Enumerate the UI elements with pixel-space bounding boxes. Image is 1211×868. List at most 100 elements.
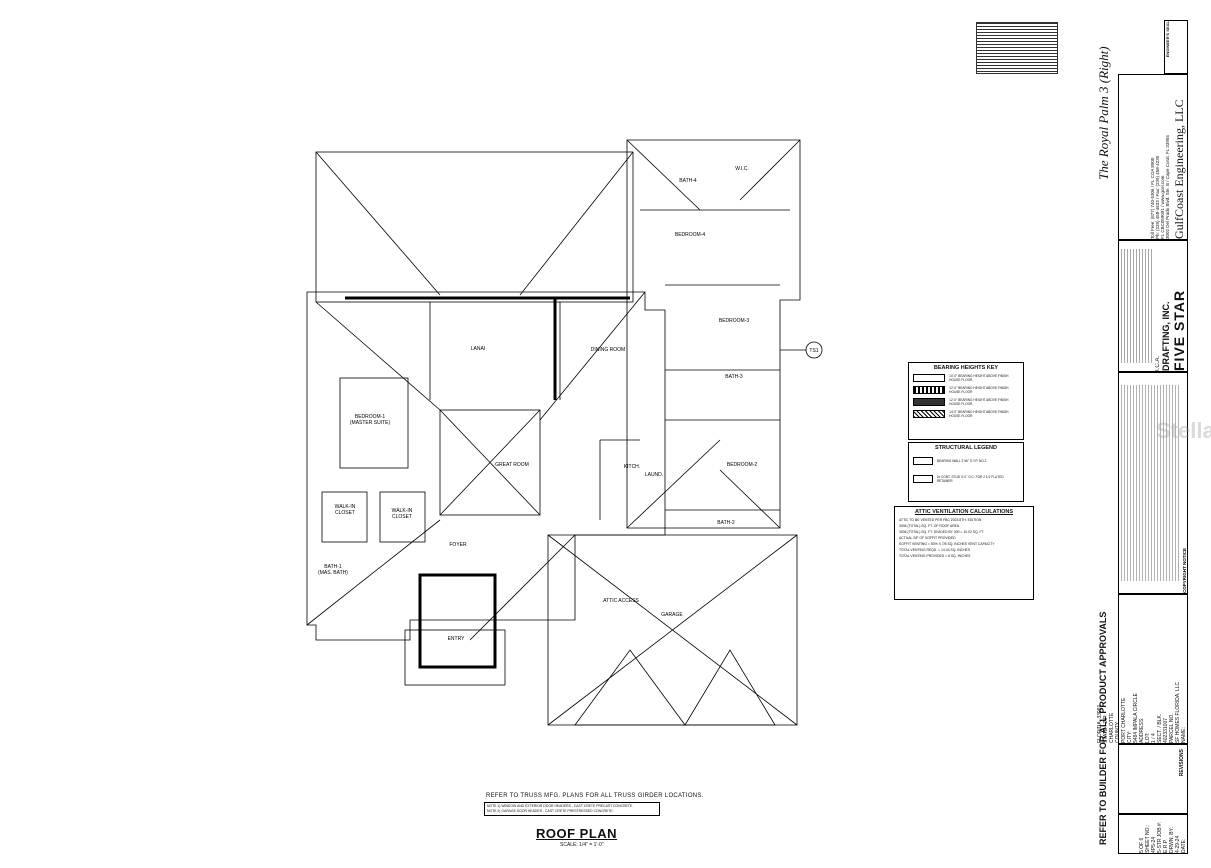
- room-label: DINING ROOM: [591, 347, 625, 353]
- room-label: W.I.C.: [735, 166, 749, 172]
- room-label: FOYER: [449, 542, 467, 548]
- room-label: GREAT ROOM: [495, 462, 529, 468]
- copyright-block: COPYRIGHT NOTICE: [1118, 372, 1188, 594]
- drafting-name: FIVE STAR: [1171, 289, 1187, 371]
- engineers-seal-label: ENGINEER'S SEAL: [1165, 21, 1170, 58]
- label-parcel: PARCEL NO.: [1169, 713, 1175, 743]
- room-label: ENTRY: [448, 636, 466, 642]
- structural-swatch-2: [913, 475, 933, 483]
- attic-vent-line: TOTAL VENTING PROVIDED = 8 SQ. INCHES: [899, 554, 971, 558]
- attic-vent-title: ATTIC VENTILATION CALCULATIONS: [914, 509, 1014, 515]
- room-label: LANAI: [471, 346, 485, 352]
- copyright-notice: COPYRIGHT NOTICE: [1182, 547, 1187, 593]
- structural-swatch-1: [913, 457, 933, 465]
- bearing-row: 12'-0" BEARING HEIGHT ABOVE FINISH HOUSE…: [949, 398, 1009, 406]
- note-2: NOTE 2) GARAGE DOOR HEADER - CAST CRETE …: [487, 809, 614, 813]
- date-value: 4-29-24: [1175, 835, 1181, 853]
- room-label: BATH-3: [725, 374, 743, 380]
- label-county: COUNTY:: [1115, 720, 1121, 743]
- client-info-block: NAME: SF HOMES FLORIDA, LLC PARCEL NO. 4…: [1097, 594, 1188, 744]
- structural-row: BEARING WALL 2"x6" S.Y.P. NO.2: [937, 459, 987, 463]
- room-label: BATH-1: [324, 564, 342, 570]
- drawing-scale: SCALE: 1/4" = 1'-0": [560, 842, 604, 848]
- sheet-info-block: DATE: 4-29-24 DRWN. BY: E.R.P. 5-STR JOB…: [1118, 814, 1188, 854]
- attic-vent-line: 3006 (TOTAL) SQ. FT. DIVIDED BY 300 = 10…: [899, 530, 985, 534]
- notice-block: [976, 22, 1058, 74]
- room-label: CLOSET: [335, 510, 355, 516]
- attic-vent-line: ACTUAL S/F OF SOFFIT PROVIDED: [899, 536, 956, 540]
- structural-row: 2x CONT. STUD 3'-0" O.C. FOR 2 1/2 FLUTE…: [936, 475, 1004, 483]
- room-label: BEDROOM-2: [727, 462, 758, 468]
- label-job: 5-STR JOB #:: [1157, 821, 1163, 853]
- drawn-value: E.R.P.: [1163, 839, 1169, 853]
- room-label: (MASTER SUITE): [350, 420, 391, 426]
- watermark: Stellar: [1156, 418, 1211, 443]
- room-label: BEDROOM-4: [675, 232, 706, 238]
- label-state: STATE / ZIP:: [1103, 714, 1109, 743]
- label-address: ADDRESS:: [1139, 717, 1145, 743]
- client-city: PORT CHARLOTTE: [1121, 697, 1127, 743]
- note-1: NOTE 1) WINDOW AND EXTERIOR DOOR HEADERS…: [487, 804, 634, 808]
- label-city: CITY:: [1127, 730, 1133, 743]
- bearing-swatch-2: [913, 386, 946, 394]
- room-label: BATH-4: [679, 178, 697, 184]
- attic-vent-line: ATTIC TO BE VENTED PER FBC 2023 8TH. EDI…: [899, 518, 982, 522]
- structural-legend: STRUCTURAL LEGEND BEARING WALL 2"x6" S.Y…: [908, 442, 1024, 502]
- client-county: CHARLOTTE: [1109, 712, 1115, 743]
- label-sect: SECT. / BLK.: [1157, 713, 1163, 743]
- drawing-title: ROOF PLAN: [536, 826, 618, 841]
- bearing-row: 10'-0" BEARING HEIGHT ABOVE FINISH HOUSE…: [949, 374, 1009, 382]
- firm-phone: Ph: (239) 458-4633 / Fax: (239) 458-4235: [1155, 155, 1160, 239]
- job-value: 4P5-24: [1151, 836, 1157, 853]
- bearing-row: 14'-0" BEARING HEIGHT ABOVE FINISH HOUSE…: [949, 410, 1009, 418]
- room-label: LAUND.: [645, 472, 663, 478]
- firm-block: GulfCoast Engineering, LLC 3002 Del Prad…: [1118, 74, 1188, 240]
- room-label: CLOSET: [392, 514, 412, 520]
- roof-plan-drawing: BATH-4 W.I.C. BEDROOM-4 BEDROOM-3 LANAI …: [306, 139, 823, 726]
- truss-note: REFER TO TRUSS MFG. PLANS FOR ALL TRUSS …: [486, 793, 704, 799]
- bearing-heights-key: BEARING HEIGHTS KEY 10'-0" BEARING HEIGH…: [908, 362, 1024, 440]
- engineers-seal-box: ENGINEER'S SEAL: [1164, 20, 1188, 74]
- bearing-row: 12'-0" BEARING HEIGHT ABOVE FINISH HOUSE…: [949, 386, 1009, 394]
- firm-tollfree: Toll Free: (877) 740-5306 / FL COA 8900: [1150, 157, 1155, 239]
- label-date: DATE:: [1181, 838, 1187, 853]
- attic-vent-line: 3006 (TOTAL) SQ. FT. OF ROOF AREA: [899, 524, 960, 528]
- firm-license: FL CBC059091 / www.gcel.com: [1160, 175, 1165, 239]
- bearing-swatch-1: [913, 374, 946, 382]
- room-label: WALK-IN: [335, 504, 356, 510]
- bearing-swatch-4: [913, 410, 946, 418]
- house-outline: [306, 291, 666, 641]
- revisions-block: REVISIONS: [1118, 744, 1188, 814]
- room-label: KITCH.: [624, 464, 640, 470]
- revisions-label: REVISIONS: [1179, 749, 1185, 777]
- header-notes: NOTE 1) WINDOW AND EXTERIOR DOOR HEADERS…: [484, 802, 660, 816]
- room-label: (MAS. BATH): [318, 570, 348, 576]
- room-label: BEDROOM-3: [719, 318, 750, 324]
- client-labels: NAME:: [1181, 595, 1187, 743]
- bearing-key-title: BEARING HEIGHTS KEY: [933, 365, 999, 371]
- sheet-value: 5 OF 6: [1139, 837, 1145, 853]
- room-label: ATTIC ACCESS: [603, 598, 639, 604]
- label-drawn: DRWN. BY:: [1169, 826, 1175, 853]
- bearing-swatch-3: [913, 398, 946, 406]
- label-lot: LOT:: [1145, 732, 1151, 743]
- room-label: WALK-IN: [392, 508, 413, 514]
- drafting-details: [1121, 249, 1153, 363]
- room-label: BEDROOM-1: [355, 414, 386, 420]
- client-name: SF HOMES FLORIDA, LLC: [1175, 681, 1181, 743]
- client-address: 5484 IMPALA CIRCLE: [1133, 693, 1139, 743]
- copyright-text: [1121, 385, 1180, 581]
- label-name: NAME:: [1181, 727, 1187, 743]
- firm-address: 3002 Del Prado Blvd. Ste. B / Cape Coral…: [1165, 135, 1170, 239]
- room-label: BATH-2: [717, 520, 735, 526]
- drafting-ica: I.C.A.: [1155, 355, 1161, 371]
- drafting-block: FIVE STAR DRAFTING, INC. I.C.A.: [1118, 240, 1188, 372]
- drafting-sub: DRAFTING, INC.: [1161, 301, 1171, 372]
- project-name: The Royal Palm 3 (Right): [1096, 46, 1111, 180]
- client-parcel: 402331007: [1163, 717, 1169, 743]
- client-state: FLORIDA, 33981: [1097, 704, 1103, 743]
- attic-vent-line: SOFFIT VENTING = 50% X 7/8 SQ. INCHES VE…: [899, 542, 995, 546]
- roof-outline-lanai: [315, 151, 634, 303]
- firm-name: GulfCoast Engineering, LLC: [1172, 99, 1186, 239]
- label-sheet: SHEET NO.:: [1145, 824, 1151, 853]
